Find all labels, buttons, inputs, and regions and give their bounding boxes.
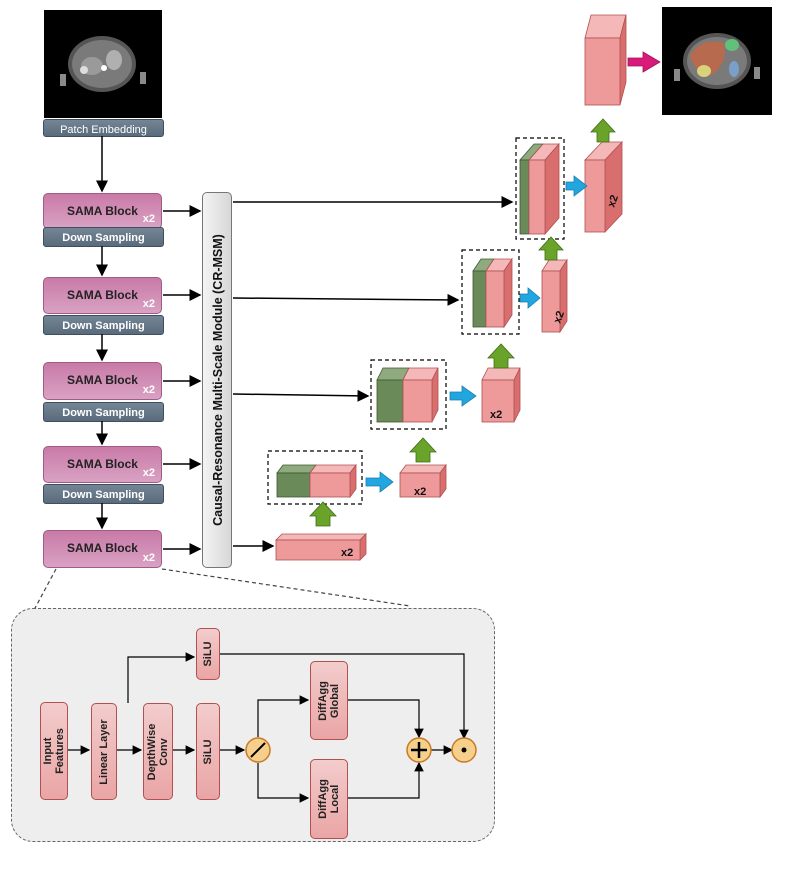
right-arrow-4: [565, 175, 588, 197]
input-features-box: Input Features: [40, 702, 68, 800]
output-arrow: [627, 51, 661, 73]
sama-block-label: SAMA Block: [67, 288, 138, 302]
skip-arrow-3: [232, 389, 370, 402]
diffagg-global-box: DiffAgg Global: [310, 661, 348, 740]
output-segmentation-image: [662, 7, 772, 115]
sama-block-label: SAMA Block: [67, 373, 138, 387]
sama-detail-panel: [11, 608, 495, 842]
sama-block-2: SAMA Block x2: [43, 277, 162, 314]
arrow-silu1-to-mult: [220, 653, 469, 740]
concat-frame-2: [461, 249, 520, 335]
diffagg-local-box: DiffAgg Local: [310, 759, 348, 839]
down-sampling-label: Down Sampling: [62, 407, 145, 419]
multiply-operator-icon: [451, 737, 477, 763]
linear-layer-box: Linear Layer: [91, 703, 117, 800]
concat-green-cube-3: [376, 367, 410, 423]
sama-block-repeat: x2: [142, 384, 155, 396]
down-sampling-label: Down Sampling: [62, 232, 145, 244]
repeat-label-level1: x2: [606, 193, 621, 209]
decoder-cube-1: [584, 140, 623, 234]
sama-block-label: SAMA Block: [67, 541, 138, 555]
bottleneck-feature-cube: [275, 533, 367, 561]
concat-frame-1: [515, 137, 565, 240]
concat-red-cube-2: [485, 257, 513, 329]
down-sampling-label: Down Sampling: [62, 320, 145, 332]
concat-frame-4: [267, 450, 363, 505]
concat-frame-3: [370, 359, 447, 430]
silu-box-1: SiLU: [196, 628, 220, 680]
skip-arrow-2: [232, 293, 460, 306]
repeat-label-bottleneck: x2: [341, 547, 353, 559]
decoder-cube-4: [399, 463, 447, 499]
sama-block-3: SAMA Block x2: [43, 362, 162, 400]
decoder-cube-3: [481, 367, 521, 423]
right-arrow-1: [365, 471, 394, 493]
sama-block-1: SAMA Block x2: [43, 193, 162, 229]
arrow-split-to-global: [257, 695, 310, 737]
right-arrow-2: [449, 385, 477, 407]
final-output-cube: [584, 14, 627, 106]
patch-embedding-box: Patch Embedding: [43, 119, 164, 137]
blue-concat-arrows: [365, 175, 588, 493]
arrow-linear-to-silu1: [127, 652, 196, 703]
sama-block-4: SAMA Block x2: [43, 446, 162, 483]
right-arrow-3: [519, 287, 541, 309]
green-upsample-arrows: [309, 118, 616, 527]
down-sampling-box-4: Down Sampling: [43, 484, 164, 504]
silu-box-2: SiLU: [196, 703, 220, 800]
crmsm-module: Causal-Resonance Multi-Scale Module (CR-…: [202, 192, 232, 568]
sama-block-repeat: x2: [142, 298, 155, 310]
concat-red-cube-3: [402, 367, 439, 423]
arrow-global-to-add: [348, 699, 424, 739]
up-arrow-4: [538, 236, 564, 261]
up-arrow-2: [409, 437, 437, 463]
patch-embedding-label: Patch Embedding: [60, 124, 147, 136]
up-arrow-5: [590, 118, 616, 143]
arrow-split-to-local: [257, 763, 310, 803]
depthwise-conv-box: DepthWise Conv: [143, 703, 173, 800]
sama-block-repeat: x2: [142, 213, 155, 225]
down-sampling-box-1: Down Sampling: [43, 227, 164, 247]
sama-block-repeat: x2: [142, 467, 155, 479]
down-sampling-label: Down Sampling: [62, 489, 145, 501]
repeat-label-level3: x2: [490, 409, 502, 421]
concat-red-cube-4: [309, 463, 357, 499]
decoder-cube-2: [541, 258, 568, 334]
sama-block-label: SAMA Block: [67, 204, 138, 218]
concat-red-cube-1: [528, 142, 560, 236]
repeat-label-level2: x2: [552, 309, 567, 325]
add-operator-icon: [406, 737, 432, 763]
sama-block-repeat: x2: [142, 552, 155, 564]
arrow-local-to-add: [348, 761, 424, 799]
input-ct-image: [44, 10, 162, 118]
sama-block-5: SAMA Block x2: [43, 530, 162, 568]
sama-block-label: SAMA Block: [67, 457, 138, 471]
down-sampling-box-3: Down Sampling: [43, 402, 164, 422]
repeat-label-level4: x2: [414, 486, 426, 498]
up-arrow-1: [309, 501, 337, 527]
up-arrow-3: [487, 343, 515, 369]
zoom-line-left: [33, 568, 57, 611]
split-operator-icon: [245, 737, 271, 763]
down-sampling-box-2: Down Sampling: [43, 315, 164, 335]
